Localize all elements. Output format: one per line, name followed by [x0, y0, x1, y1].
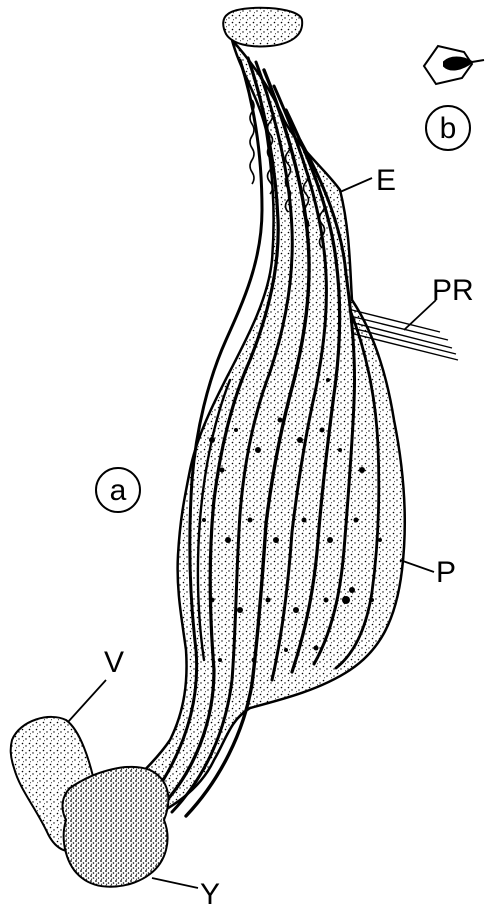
label-e: E — [376, 164, 396, 197]
stomach-outline — [92, 40, 405, 829]
panel-b-letter: b — [440, 112, 457, 145]
label-y: Y — [200, 878, 220, 911]
panel-a-label: a — [96, 468, 140, 512]
esophagus-cut-end — [223, 8, 302, 47]
label-p: P — [436, 556, 456, 589]
leader-p — [400, 560, 434, 572]
leader-e — [340, 178, 372, 192]
leader-v — [68, 680, 106, 722]
leader-y — [152, 878, 198, 888]
label-v: V — [104, 646, 124, 679]
label-pr: PR — [432, 274, 474, 307]
y-junction — [63, 767, 169, 887]
panel-b-sketch — [424, 46, 484, 84]
panel-b-label: b — [426, 106, 470, 150]
panel-a-letter: a — [110, 474, 127, 507]
